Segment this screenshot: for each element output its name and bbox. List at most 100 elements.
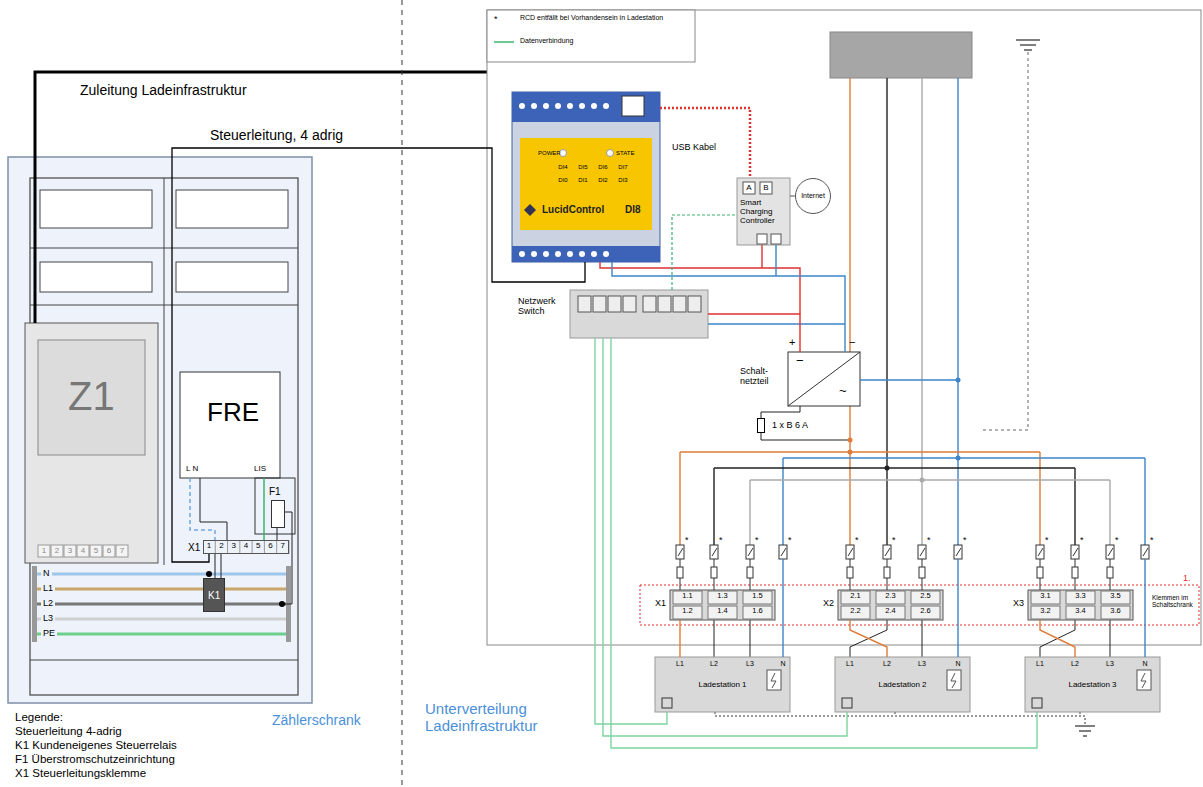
terminal-number: 5 <box>94 546 98 555</box>
terminal-number: 2.4 <box>885 607 895 616</box>
legend-entry: X1 Steuerleitungsklemme <box>15 767 146 780</box>
node-text: FRE <box>207 398 259 428</box>
terminal-number: 3.1 <box>1040 592 1050 601</box>
terminal-number: 7 <box>281 541 285 550</box>
phase-name: L1 <box>846 660 854 668</box>
footnote-mark: * <box>1080 535 1084 545</box>
node-text: X1 <box>188 542 200 554</box>
node-text: Internet <box>801 192 825 200</box>
io-module: POWERSTATELucidControlDI8 <box>512 92 660 262</box>
terminal-block: X2 <box>838 590 943 620</box>
node-text: L N <box>186 464 198 473</box>
text-label: Zuleitung Ladeinfrastruktur <box>80 82 247 98</box>
footnote-mark: * <box>788 535 792 545</box>
node-text: LIS <box>254 464 266 473</box>
terminal-number: 5 <box>256 541 260 550</box>
text-label: + <box>789 336 795 349</box>
legend-entry: Datenverbindung <box>520 37 573 45</box>
phase-name: L2 <box>1071 660 1079 668</box>
data-link <box>672 215 737 290</box>
footnote-mark: * <box>685 535 689 545</box>
input-name: DI7 <box>618 164 627 171</box>
phase-wire <box>1040 620 1075 657</box>
phase-wire <box>850 620 887 657</box>
text-label: Zählerschrank <box>272 712 361 728</box>
charging-controller: Smart Charging Controller <box>737 178 790 245</box>
node-text: Ladestation 3 <box>1068 680 1116 689</box>
terminal-number: 1.2 <box>682 607 692 616</box>
node-text: LucidControl <box>542 204 604 216</box>
legend-text: Datenverbindung <box>520 37 573 44</box>
legend-entry: K1 Kundeneigenes Steuerrelais <box>15 739 177 752</box>
text-label: Unterverteilung Ladeinfrastruktur <box>425 700 575 735</box>
network-switch: Netzwerk Switch <box>570 290 708 338</box>
charging-station: Ladestation 2 <box>835 657 970 712</box>
terminal-number: 2.1 <box>850 592 860 601</box>
terminal-number: 6 <box>268 541 272 550</box>
text-label: − <box>849 336 855 349</box>
input-name: DI3 <box>618 177 627 184</box>
input-name: DI1 <box>578 177 587 184</box>
input-name: DI2 <box>598 177 607 184</box>
charging-station: Ladestation 3 <box>1025 657 1160 712</box>
terminal-number: 1 <box>207 541 211 550</box>
phase-name: L3 <box>746 660 754 668</box>
node-text: 1 x B 6 A <box>772 420 808 430</box>
legend-entry: Steuerleitung 4-adrig <box>15 725 122 738</box>
terminal-number: 1.3 <box>717 592 727 601</box>
fuse: F1 <box>271 500 285 528</box>
terminal-number: 6 <box>107 546 111 555</box>
data-link <box>603 338 847 736</box>
terminal-number: 3.3 <box>1075 592 1085 601</box>
footnote-mark: * <box>755 535 759 545</box>
node-text: Ladestation 2 <box>878 680 926 689</box>
footnote-mark: * <box>1045 535 1049 545</box>
footnote-mark: * <box>1150 535 1154 545</box>
terminal-number: 1.5 <box>752 592 762 601</box>
text-label: B <box>763 183 768 192</box>
footnote-mark: * <box>1115 535 1119 545</box>
cable-label: USB Kabel <box>672 142 716 152</box>
terminal-number: 4 <box>244 541 248 550</box>
text-label: − <box>796 354 804 369</box>
terminal-number: 3.5 <box>1110 592 1120 601</box>
data-link <box>595 338 667 724</box>
terminal-number: 2.5 <box>920 592 930 601</box>
internet-link <box>790 196 795 197</box>
meter-box: Z1 <box>25 323 158 563</box>
terminal-number: 2.3 <box>885 592 895 601</box>
footnote-mark: * <box>719 535 723 545</box>
control-relay: K1 <box>203 578 225 612</box>
legend-text: X1 Steuerleitungsklemme <box>15 767 146 779</box>
terminal-number: 2.6 <box>920 607 930 616</box>
node-text: X2 <box>823 598 834 608</box>
input-name: DI4 <box>558 164 567 171</box>
node-text: Ladestation 1 <box>698 680 746 689</box>
footnote-mark: * <box>963 535 967 545</box>
node-text: F1 <box>269 486 281 498</box>
terminal-number: 3 <box>68 546 72 555</box>
legend-entry: RCD entfällt bei Vorhandensein in Ladest… <box>520 14 663 22</box>
phase-name: L2 <box>883 660 891 668</box>
text-label: 1. <box>1183 573 1191 583</box>
terminal-number: 1.6 <box>752 607 762 616</box>
terminal-number: 2 <box>219 541 223 550</box>
text-label: L1 <box>41 583 55 593</box>
power-supply: Schalt- netzteil <box>788 352 860 406</box>
legend-text: K1 Kundeneigenes Steuerrelais <box>15 739 177 751</box>
input-name: DI5 <box>578 164 587 171</box>
footnote-mark: * <box>855 535 859 545</box>
control-cable <box>172 148 585 562</box>
node-text: Schalt- netzteil <box>740 366 784 387</box>
terminal-number: 3.6 <box>1110 607 1120 616</box>
phase-name: N <box>780 660 785 668</box>
input-name: DI0 <box>558 177 567 184</box>
phase-name: N <box>955 660 960 668</box>
terminal-block: X3 <box>1028 590 1133 620</box>
charging-station: Ladestation 1 <box>655 657 790 712</box>
control-terminal-strip: X1 <box>203 540 289 554</box>
node-text: DI8 <box>625 204 641 216</box>
ripple-control-receiver: FRE L N LIS <box>180 372 280 478</box>
circuit-breaker: 1 x B 6 A <box>757 418 765 433</box>
